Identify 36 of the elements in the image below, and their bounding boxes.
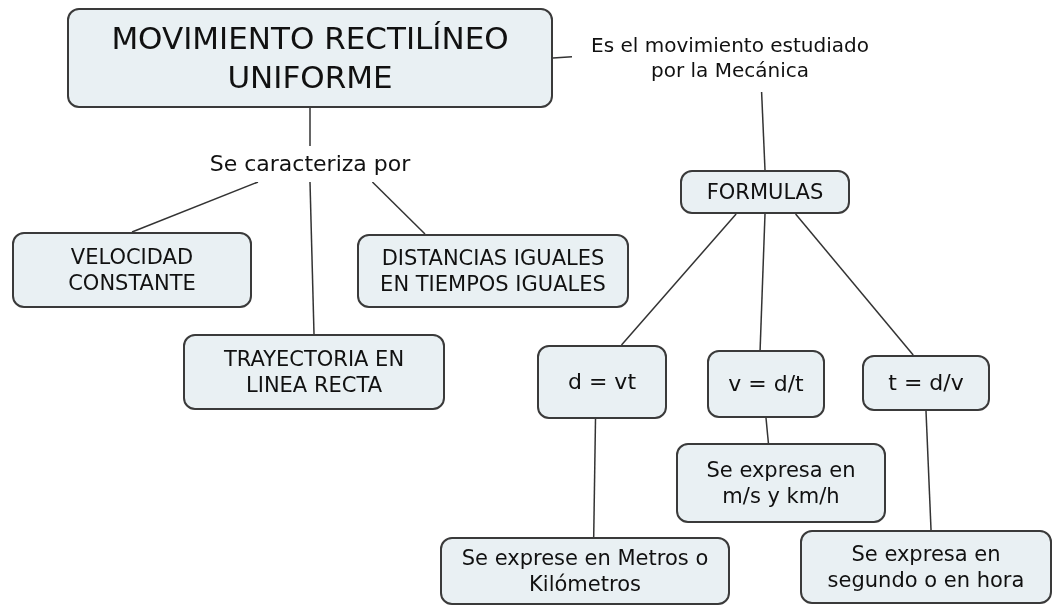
concept-text: v = d/t xyxy=(728,370,804,398)
concept-box xyxy=(357,234,629,308)
concept-text: VELOCIDAD CONSTANTE xyxy=(67,243,197,297)
concept-text: FORMULAS xyxy=(706,178,824,206)
connector-line xyxy=(371,181,426,235)
concept-box xyxy=(183,334,445,410)
concept-text: Se expresa en segundo o en hora xyxy=(826,540,1026,594)
concept-box xyxy=(800,530,1052,604)
concept-box xyxy=(676,443,886,523)
concept-text: d = vt xyxy=(568,368,636,396)
concept-box xyxy=(707,350,825,418)
connector-line xyxy=(131,181,259,233)
concept-text: Se exprese en Metros o Kilómetros xyxy=(460,544,710,598)
concept-box xyxy=(537,345,667,419)
concept-text: Se expresa en m/s y km/h xyxy=(705,456,857,510)
concept-box xyxy=(67,8,553,108)
concept-text: t = d/v xyxy=(888,369,964,397)
concept-box xyxy=(440,537,730,605)
connector-line xyxy=(925,410,932,531)
connector-line xyxy=(765,417,770,444)
concept-text: DISTANCIAS IGUALES EN TIEMPOS IGUALES xyxy=(379,244,607,298)
concept-text: Se caracteriza por xyxy=(209,150,411,178)
concept-box xyxy=(680,170,850,214)
connector-line xyxy=(592,418,597,538)
connector-line xyxy=(794,213,914,356)
concept-box xyxy=(862,355,990,411)
concept-text: Es el movimiento estudiado por la Mecánica xyxy=(590,33,870,83)
connector-line xyxy=(309,107,311,147)
connector-line xyxy=(759,213,766,351)
concept-text: MOVIMIENTO RECTILÍNEO UNIFORME xyxy=(110,19,510,97)
connector-line xyxy=(760,91,766,171)
connector-line xyxy=(620,213,737,346)
connector-line xyxy=(552,55,573,59)
connector-line xyxy=(309,181,315,335)
concept-box xyxy=(12,232,252,308)
concept-text: TRAYECTORIA EN LINEA RECTA xyxy=(222,345,406,399)
